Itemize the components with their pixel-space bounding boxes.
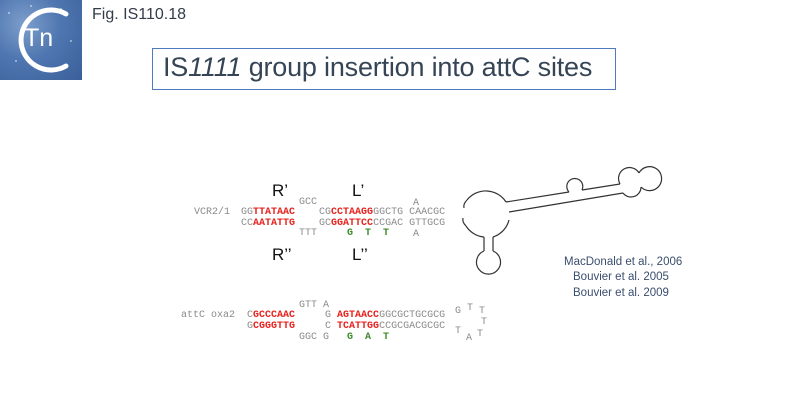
tn-logo: Tn [0, 0, 82, 80]
vcr-green-bases: G T T [347, 228, 390, 239]
vcr-bottom-a: A [413, 229, 420, 240]
oxa-loop-letter: T [481, 317, 488, 328]
title-rest: group insertion into attC sites [241, 52, 593, 82]
vcr-name: VCR2/1 [194, 207, 231, 218]
figure-label: Fig. IS110.18 [92, 6, 186, 23]
oxa-loop-letter: A [466, 333, 473, 344]
vcr-top-strand: GGTTATAAC CGCCTAAGGGGCTG CAACGC [241, 207, 446, 218]
reference-3: Bouvier et al. 2009 [573, 287, 669, 299]
vcr-bottom-strand: CCAATATTG GCGGATTCCCCGAC GTTGCG [241, 218, 446, 229]
title-prefix: IS [163, 52, 189, 82]
label-l-prime: L’ [352, 181, 365, 200]
oxa-top-strand: CGCCCAAC G AGTAACCGGCGCTGCGCG [247, 310, 446, 321]
oxa-loop-letter: T [455, 326, 462, 337]
title-italic: 1111 [188, 52, 242, 82]
oxa-name: attC oxa2 [181, 310, 236, 321]
oxa-bottom-bulge: GGC G [299, 332, 330, 343]
label-l-double-prime: L’’ [352, 245, 368, 264]
c-ring-icon [18, 7, 69, 73]
label-r-double-prime: R’’ [272, 245, 292, 264]
vcr-bottom-bulge: TTT [299, 228, 318, 239]
title-box: IS1111 group insertion into attC sites [152, 48, 616, 90]
oxa-loop-letter: T [479, 306, 486, 317]
oxa-bottom-strand: GCGGGTTG C TCATTGGCCGCGACGCGC [247, 321, 446, 332]
logo-text: Tn [24, 24, 54, 52]
oxa-loop-letter: T [467, 303, 474, 314]
vcr-top-a: A [413, 198, 420, 209]
oxa-loop-letter: T [477, 329, 484, 340]
reference-1: MacDonald et al., 2006 [564, 256, 683, 268]
reference-2: Bouvier et al. 2005 [573, 271, 669, 283]
vcr-top-bulge: GCC [299, 197, 318, 208]
oxa-loop-letter: G [455, 306, 462, 317]
label-r-prime: R’ [272, 181, 289, 200]
page-title: IS1111 group insertion into attC sites [163, 52, 592, 83]
oxa-green-bases: G A T [347, 332, 390, 343]
oxa-top-bulge: GTT A [299, 300, 330, 311]
